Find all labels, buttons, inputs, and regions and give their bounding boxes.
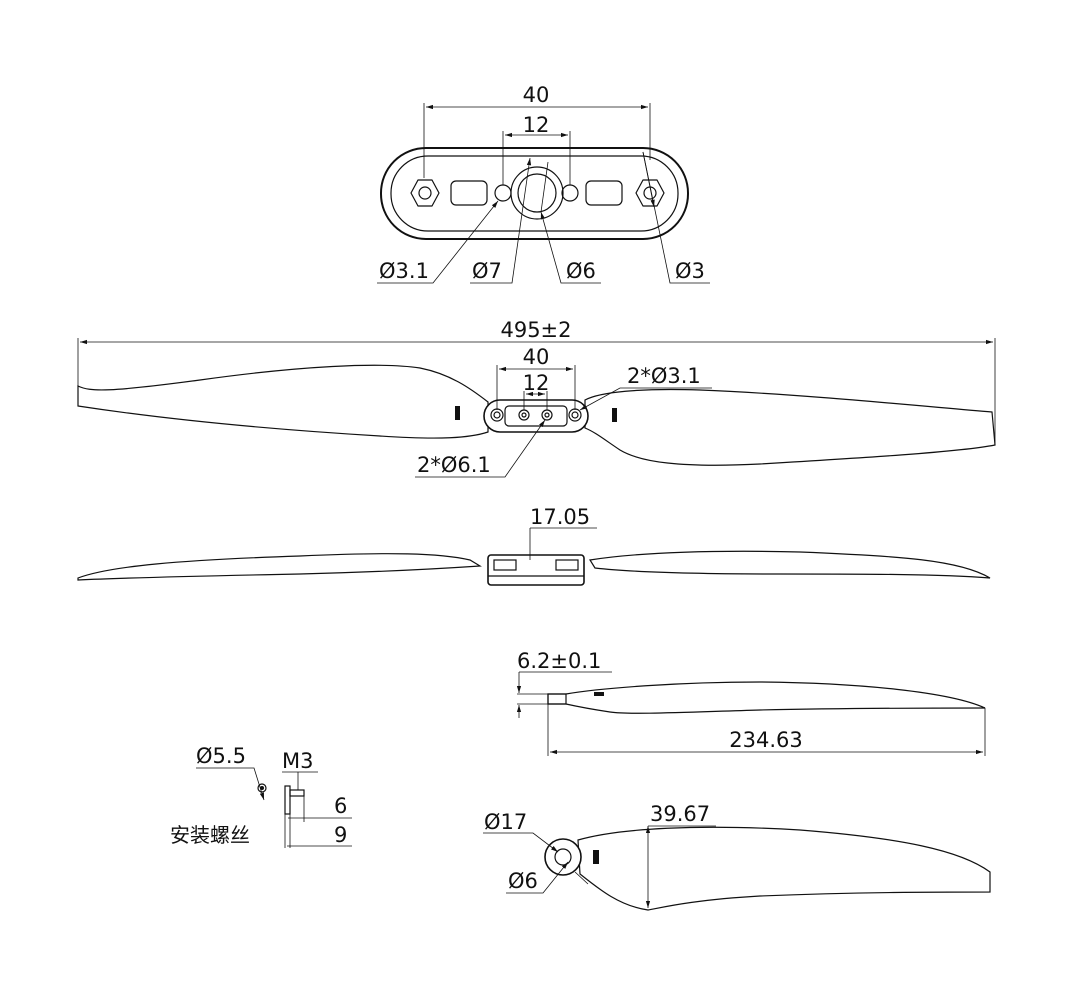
hub-dim-width: 40: [523, 83, 550, 107]
hub-center-bore: [517, 173, 557, 213]
screw-len-long: 9: [334, 823, 347, 847]
hub-detail-view: 40 12 Ø3.1 Ø7 Ø6 Ø3: [377, 83, 710, 284]
half-side-blade: [547, 681, 986, 714]
left-blade: [77, 364, 489, 439]
hub-center-boss: [510, 166, 564, 220]
overall-length: 495±2: [500, 318, 571, 342]
hub-end-hole-right: [635, 179, 665, 207]
screw-shank: [289, 789, 305, 797]
side-right-blade: [589, 550, 991, 579]
hub-outline: [380, 147, 689, 240]
half-blade-top-view: 39.67 Ø17 Ø6: [483, 802, 991, 911]
top-dia-inner-holes: 2*Ø6.1: [417, 453, 491, 477]
hub-dia-small-hole: Ø3.1: [379, 259, 429, 283]
side-left-blade: [77, 553, 482, 581]
screw-head-end-view: [257, 783, 267, 793]
half-hub-boss: [544, 838, 582, 876]
hub-slot-right: [585, 180, 623, 206]
top-dim-inner: 12: [523, 371, 550, 395]
blade-mark-right: [612, 408, 617, 422]
screw-thread: M3: [282, 749, 313, 773]
screw-head-dia: Ø5.5: [196, 744, 246, 768]
screw-len-short: 6: [334, 794, 347, 818]
half-blade-side-view: 6.2±0.1 234.63: [516, 649, 986, 756]
hub-small-hole-right: [561, 184, 579, 202]
hub-dim-inner: 12: [523, 113, 550, 137]
top-dim-width: 40: [523, 345, 550, 369]
hub-dia-end-hole: Ø3: [675, 259, 705, 283]
half-hub-thickness: 6.2±0.1: [517, 649, 601, 673]
screw-head-side: [284, 785, 291, 815]
half-chord: 39.67: [650, 802, 710, 826]
hub-dia-center-b: Ø6: [566, 259, 596, 283]
top-dia-outer-holes: 2*Ø3.1: [627, 364, 701, 388]
side-hub: [487, 554, 585, 586]
propeller-top-view: 495±2 40 12 2*Ø3.1 2*Ø6.1: [77, 318, 996, 478]
right-blade: [584, 388, 996, 466]
half-bore-dia: Ø6: [508, 869, 538, 893]
blade-mark-left: [455, 406, 460, 420]
hub-inner-outline: [390, 155, 679, 232]
screw-detail: Ø5.5 M3 6 9 安装螺丝: [170, 744, 352, 848]
propeller-side-view: 17.05: [77, 505, 991, 586]
top-hub: [483, 399, 589, 433]
hub-dia-center-a: Ø7: [472, 259, 502, 283]
half-length: 234.63: [729, 728, 802, 752]
screw-caption: 安装螺丝: [170, 823, 250, 847]
side-thickness: 17.05: [530, 505, 590, 529]
half-top-blade: [577, 826, 991, 911]
half-hub-dia: Ø17: [484, 810, 527, 834]
hub-small-hole-left: [494, 184, 512, 202]
hub-slot-left: [450, 180, 488, 206]
hub-end-hole-left: [410, 179, 440, 207]
